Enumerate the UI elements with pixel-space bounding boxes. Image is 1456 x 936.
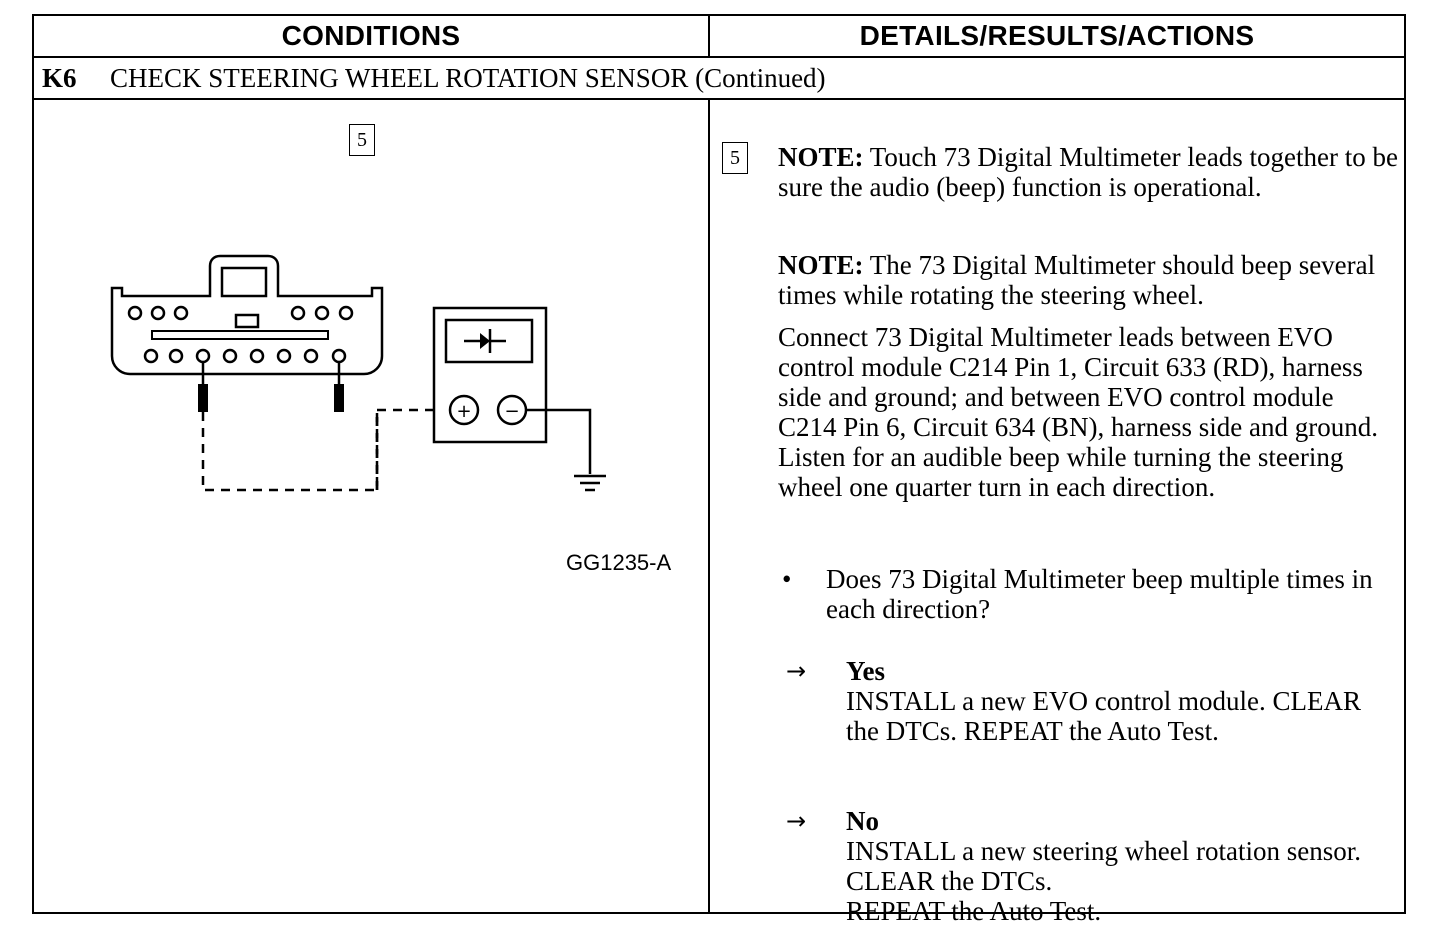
note-text: The 73 Digital Multimeter should beep se… [778, 250, 1376, 310]
connector-body [110, 254, 384, 376]
note-audio-check: NOTE: Touch 73 Digital Multimeter leads … [778, 142, 1398, 202]
connector-key [234, 313, 260, 329]
header-details-results-actions: DETAILS/RESULTS/ACTIONS [710, 16, 1404, 58]
multimeter-body [432, 306, 548, 444]
connector-pin [127, 305, 143, 321]
minus-symbol: − [504, 401, 519, 422]
probe-tip-left [198, 384, 208, 412]
answer-yes-action: INSTALL a new EVO control module. CLEAR … [846, 686, 1361, 746]
answer-yes-label: Yes [846, 656, 885, 686]
header-conditions: CONDITIONS [34, 16, 710, 58]
connector-bar [151, 330, 329, 340]
answer-no-action-repeat: REPEAT the Auto Test. [846, 896, 1102, 926]
diagnostic-table: CONDITIONS DETAILS/RESULTS/ACTIONS K6 CH… [32, 14, 1406, 926]
note-beep-expected: NOTE: The 73 Digital Multimeter should b… [778, 250, 1398, 310]
diode-icon [480, 333, 490, 349]
answer-no-label: No [846, 806, 879, 836]
test-lead-dashed [201, 412, 379, 492]
connector-pin [303, 348, 319, 364]
arrow-right-icon: → [786, 657, 807, 685]
plus-symbol: + [456, 401, 471, 422]
note-label: NOTE: [778, 142, 864, 172]
details-cell: 5 NOTE: Touch 73 Digital Multimeter lead… [710, 100, 1404, 926]
ground-lead [526, 408, 592, 474]
step-code: K6 [42, 62, 77, 93]
probe-tip-right [334, 384, 344, 412]
detail-step-box: 5 [722, 142, 748, 174]
connector-pin [249, 348, 265, 364]
connector-pin [143, 348, 159, 364]
condition-step-box: 5 [349, 124, 375, 156]
bullet-icon: • [782, 564, 792, 594]
step-title: CHECK STEERING WHEEL ROTATION SENSOR (Co… [110, 62, 826, 93]
step-title-row: K6 CHECK STEERING WHEEL ROTATION SENSOR … [34, 58, 1404, 100]
connector-pin [290, 305, 306, 321]
connector-pin [150, 305, 166, 321]
arrow-right-icon: → [786, 807, 807, 835]
connector-latch [220, 266, 268, 298]
answer-no-action: INSTALL a new steering wheel rotation se… [846, 836, 1361, 896]
figure-id: GG1235-A [566, 550, 672, 575]
connector-meter-diagram: + − [110, 254, 606, 492]
connector-pin [276, 348, 292, 364]
connector-pin [222, 348, 238, 364]
connector-pin-1 [195, 348, 211, 364]
multimeter-display [444, 318, 534, 364]
connector-pin [314, 305, 330, 321]
connector-pin [338, 305, 354, 321]
note-text: Touch 73 Digital Multimeter leads togeth… [778, 142, 1399, 202]
column-divider [708, 100, 710, 912]
note-label: NOTE: [778, 250, 864, 280]
connector-pin [173, 305, 189, 321]
test-question: Does 73 Digital Multimeter beep multiple… [826, 564, 1373, 624]
conditions-cell: 5 [34, 100, 708, 912]
test-lead-to-meter [375, 408, 434, 490]
multimeter-plus-jack [448, 394, 480, 426]
connector-pin-6 [331, 348, 347, 364]
connector-pin [168, 348, 184, 364]
connection-instruction: Connect 73 Digital Multimeter leads betw… [778, 322, 1378, 502]
